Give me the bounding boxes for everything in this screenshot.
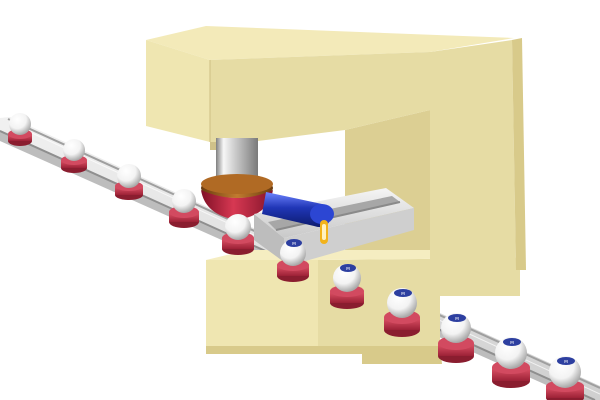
svg-text:ᴍ: ᴍ (346, 266, 350, 272)
ball-unit-10: ᴍ (492, 337, 530, 388)
ball-unit-1 (8, 113, 32, 146)
ball-unit-9: ᴍ (438, 313, 474, 363)
anvil-slide (254, 188, 414, 262)
ball-unit-5 (222, 214, 254, 255)
stamp-mark-icon (448, 314, 466, 322)
stamp-mark-icon (394, 289, 412, 297)
press-frame (146, 26, 526, 364)
svg-text:ᴍ: ᴍ (292, 241, 296, 247)
marking-arm (262, 192, 334, 244)
press-ram (201, 138, 273, 220)
ball-unit-7: ᴍ (330, 264, 364, 309)
svg-text:ᴍ: ᴍ (564, 359, 568, 365)
svg-text:ᴍ: ᴍ (455, 316, 459, 322)
stamp-mark-icon (340, 264, 356, 272)
ball-unit-2 (61, 139, 87, 173)
ball-unit-4 (169, 189, 199, 228)
svg-text:ᴍ: ᴍ (401, 291, 405, 297)
ball-unit-3 (115, 164, 143, 200)
stamp-mark-icon (557, 357, 575, 365)
ball-unit-6: ᴍ (277, 239, 309, 282)
ball-unit-8: ᴍ (384, 288, 420, 337)
stamp-mark-icon (503, 338, 521, 346)
stamp-mark-icon (286, 239, 302, 247)
ball-row: ᴍ ᴍ ᴍ ᴍ (8, 113, 584, 400)
svg-text:ᴍ: ᴍ (510, 340, 514, 346)
ball-unit-11: ᴍ (546, 356, 584, 400)
